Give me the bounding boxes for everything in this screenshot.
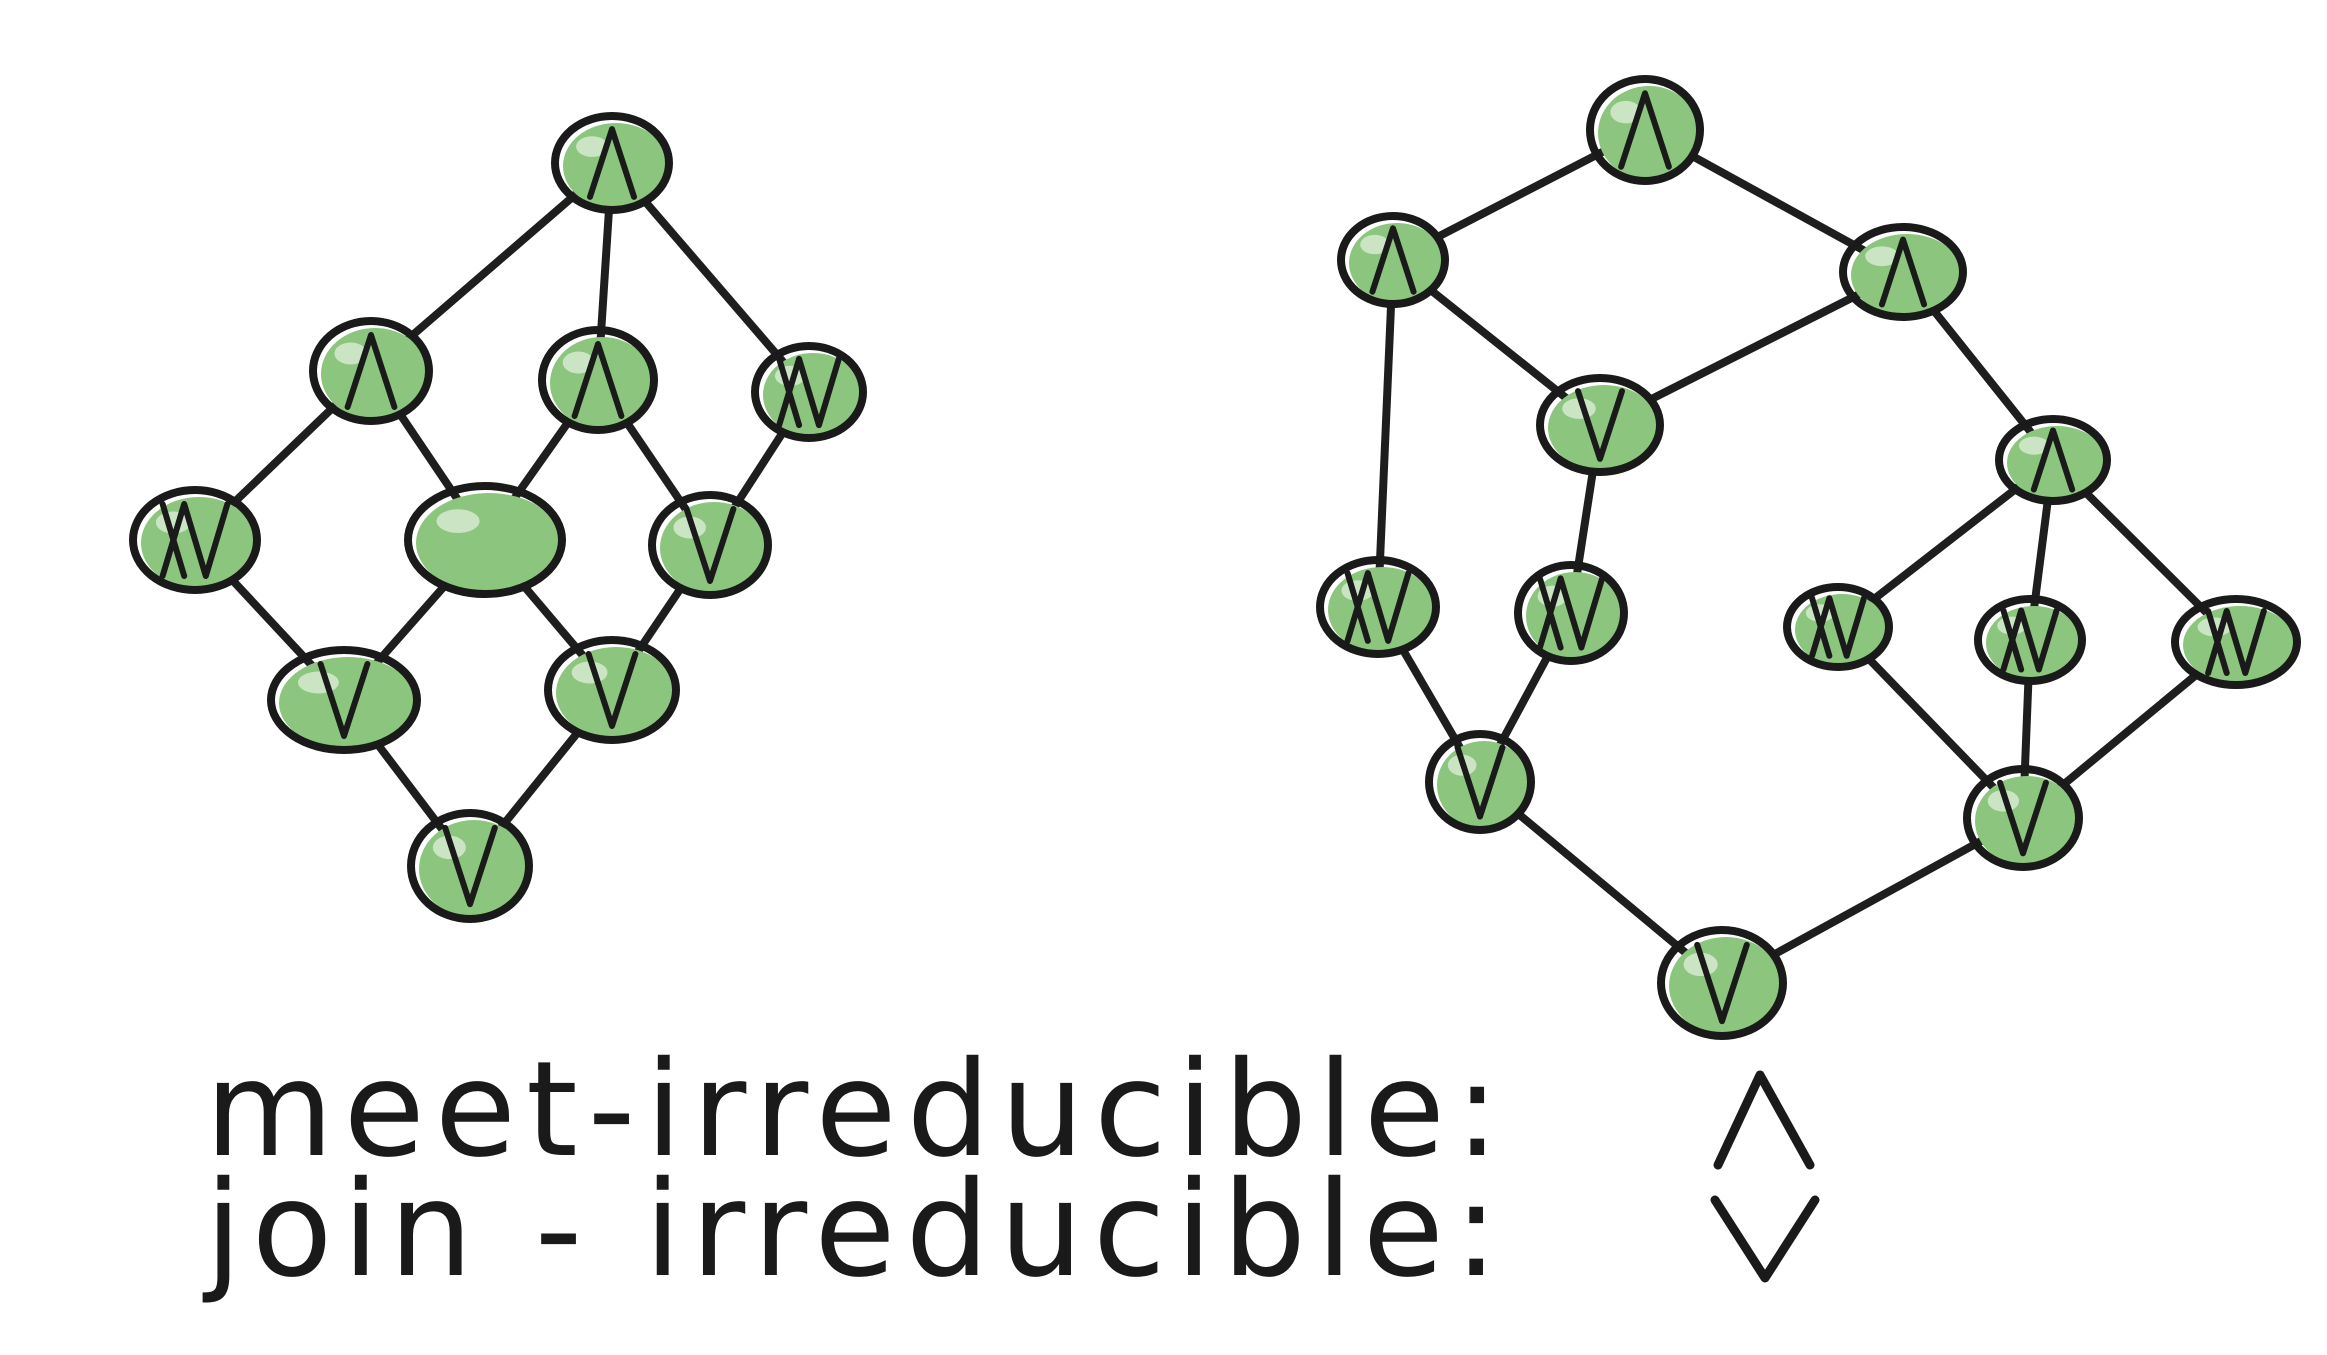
lattice-node	[751, 342, 867, 442]
lattice-node	[1514, 561, 1628, 665]
meet-join-glyph-icon	[1809, 595, 1867, 659]
join-glyph-icon	[1454, 744, 1506, 820]
lattice-node	[648, 491, 772, 599]
meet-join-glyph-icon	[2000, 607, 2060, 673]
lattice-node	[1425, 730, 1535, 834]
lattice-node	[1586, 75, 1704, 185]
lattice-node	[129, 486, 261, 594]
meet-symbol-icon	[1713, 1070, 1815, 1170]
join-symbol-icon	[1710, 1195, 1820, 1283]
join-irreducible-label: join - irreducible:	[202, 1153, 1508, 1307]
lattice-edge	[1374, 256, 1397, 611]
lattice-node	[538, 326, 658, 434]
meet-glyph-icon	[1369, 225, 1417, 295]
meet-glyph-icon	[587, 126, 637, 200]
lattice-node	[404, 482, 566, 598]
legend: meet-irreducible: join - irreducible:	[202, 1033, 1820, 1307]
join-glyph-icon	[1575, 388, 1625, 462]
meet-join-glyph-icon	[776, 355, 842, 429]
join-glyph-icon	[317, 661, 371, 739]
join-glyph-icon	[585, 651, 639, 729]
lattice-node	[551, 112, 673, 214]
meet-glyph-icon	[344, 332, 398, 410]
lattice-node	[1657, 926, 1787, 1040]
join-glyph-icon	[1694, 941, 1750, 1025]
meet-glyph-icon	[2030, 427, 2076, 493]
meet-glyph-icon	[1618, 90, 1672, 170]
join-glyph-icon	[1997, 779, 2049, 857]
lattice-node	[407, 809, 533, 923]
meet-join-glyph-icon	[1536, 575, 1606, 651]
meet-glyph-icon	[571, 341, 625, 419]
lattice-node	[1783, 583, 1893, 671]
lattice-node	[1337, 212, 1449, 308]
lattice-node	[1536, 374, 1664, 476]
lattice-node	[544, 636, 680, 744]
join-glyph-icon	[683, 506, 737, 584]
meet-join-glyph-icon	[159, 501, 231, 579]
meet-join-glyph-icon	[1344, 570, 1412, 644]
lattice-node	[309, 317, 433, 425]
meet-irreducible-label: meet-irreducible:	[205, 1033, 1509, 1187]
join-glyph-icon	[442, 824, 498, 908]
meet-glyph-icon	[1878, 236, 1928, 308]
lattice-node	[1316, 556, 1440, 658]
lattice-node	[1995, 415, 2111, 505]
lattice-node	[2171, 595, 2301, 689]
meet-join-glyph-icon	[2205, 608, 2267, 676]
lattice-node	[1963, 765, 2083, 871]
lattice-node	[267, 646, 421, 754]
lattice-node	[1974, 595, 2086, 685]
nodes-layer	[129, 75, 2301, 1040]
lattice-node	[1839, 223, 1967, 321]
